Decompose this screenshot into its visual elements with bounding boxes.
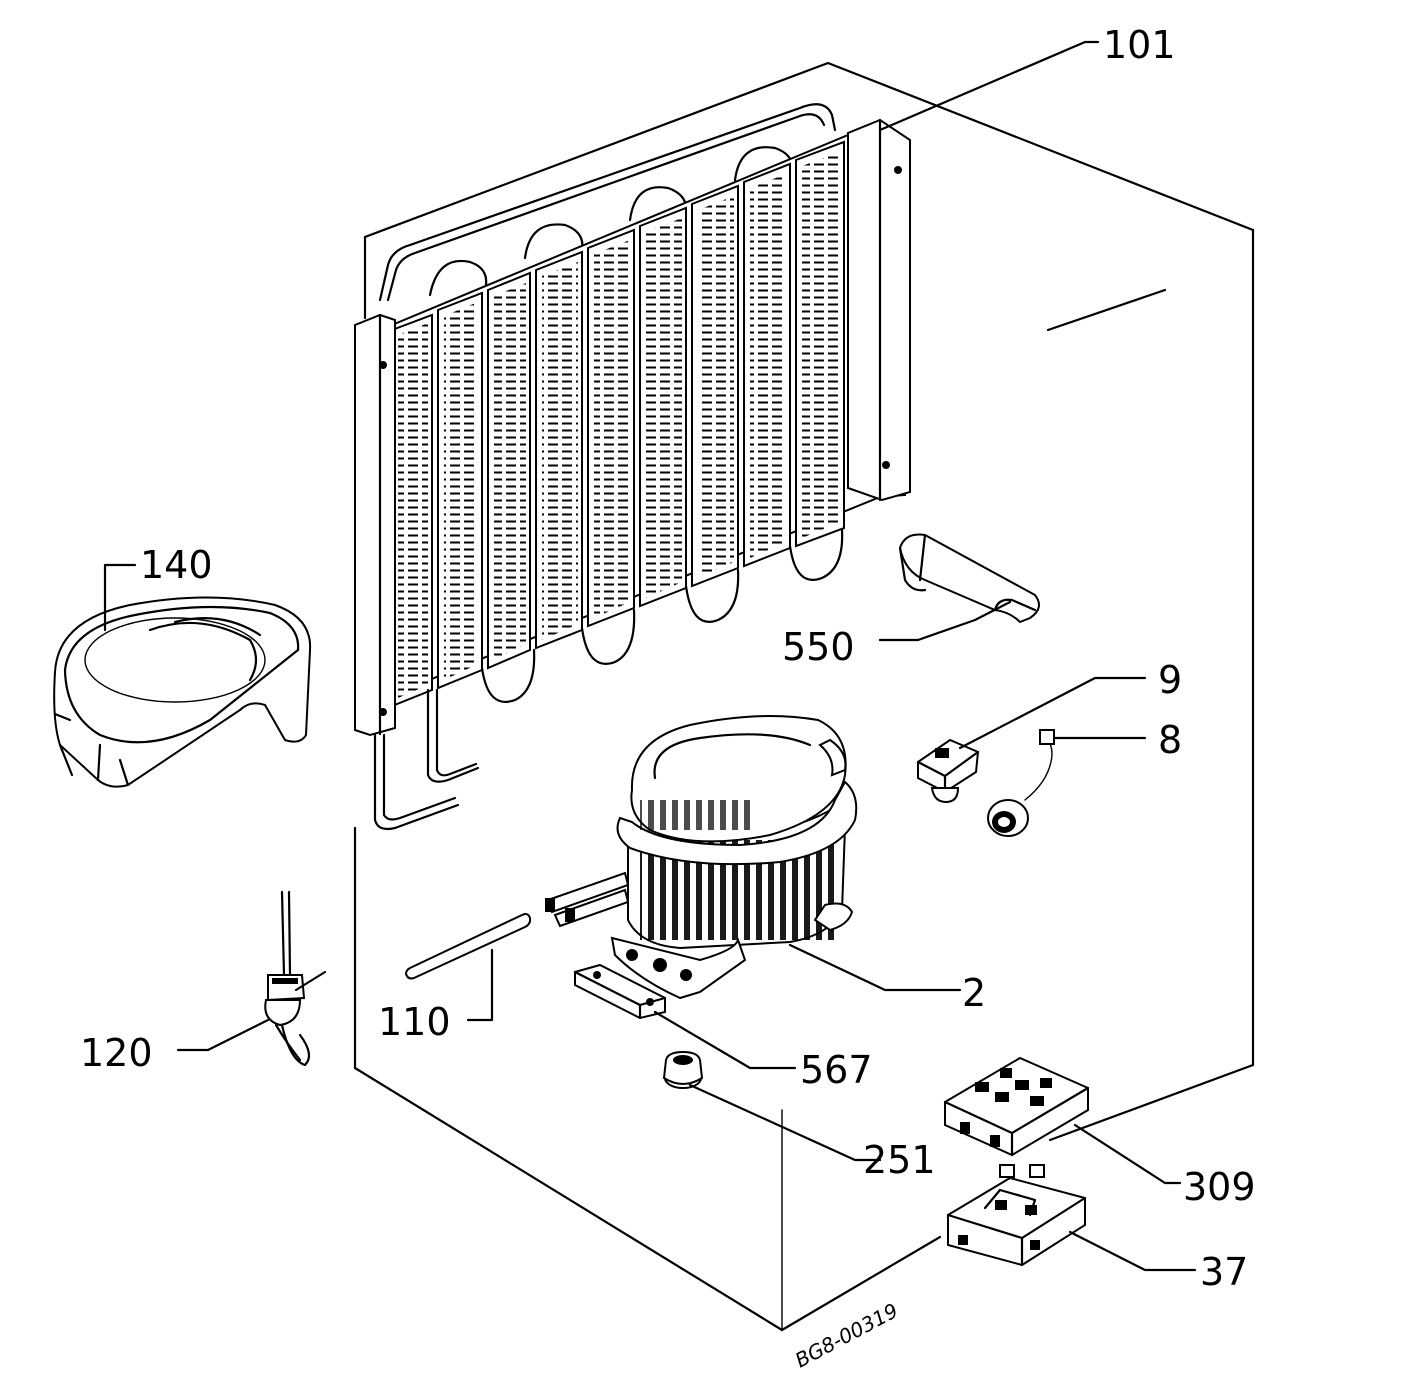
drawing-code: BG8-00319	[791, 1298, 902, 1372]
label-9: 9	[1158, 658, 1182, 702]
base-plate	[573, 963, 667, 1020]
thermostat-sensor	[264, 890, 327, 1067]
drip-tray	[53, 596, 312, 788]
condenser	[354, 103, 911, 831]
label-251: 251	[863, 1138, 936, 1182]
terminal-cover	[943, 1056, 1090, 1157]
label-120: 120	[80, 1031, 153, 1075]
label-37: 37	[1200, 1250, 1248, 1294]
capillary-tube	[404, 913, 532, 980]
label-309: 309	[1183, 1165, 1256, 1209]
compressor	[545, 715, 858, 1000]
label-550: 550	[782, 625, 855, 669]
label-567: 567	[800, 1048, 873, 1092]
drier	[898, 533, 1040, 624]
label-140: 140	[140, 543, 213, 587]
label-2: 2	[962, 971, 986, 1015]
label-110: 110	[378, 1000, 451, 1044]
overload-protector	[987, 729, 1055, 837]
leader-lines	[103, 40, 1197, 1272]
label-8: 8	[1158, 718, 1182, 762]
part-labels: 101 140 550 9 8 2 110 120 567 251 309 37	[80, 23, 1256, 1294]
grommet	[662, 1050, 704, 1089]
relay	[916, 738, 980, 804]
terminal-block	[946, 1164, 1087, 1267]
label-101: 101	[1103, 23, 1176, 67]
cabinet-outline	[353, 61, 1255, 1332]
